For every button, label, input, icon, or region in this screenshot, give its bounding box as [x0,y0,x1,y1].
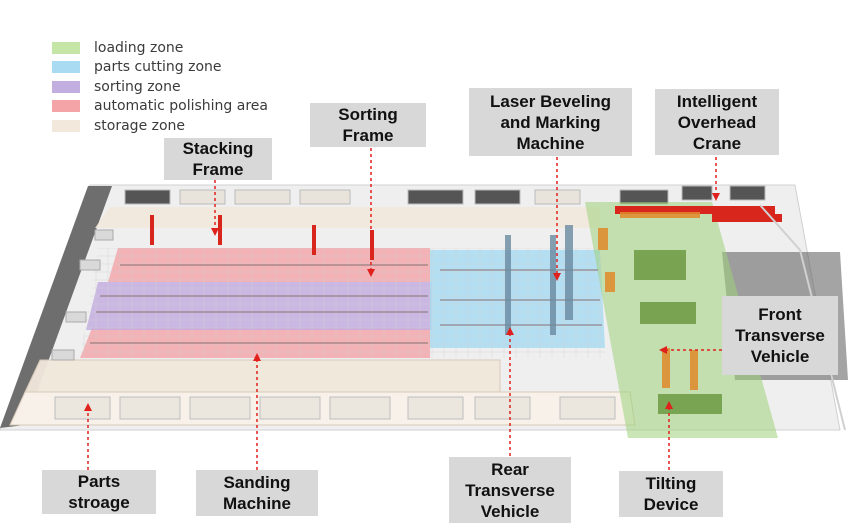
legend-item-loading-zone: loading zone [52,38,268,58]
arrow-parts-storage [84,403,92,411]
cutting-machine-bars [505,225,573,335]
arrow-front-transverse [659,346,667,354]
arrow-sanding-machine [253,353,261,361]
callout-line: Tilting [645,474,697,493]
back-bays [124,185,766,205]
legend-swatch [52,100,80,113]
arrow-overhead-crane [712,193,720,201]
callout-line: Front [758,305,802,324]
leader-lines [87,148,722,470]
crane-beams [150,206,782,260]
side-racks [51,229,114,361]
arrow-sorting-frame [367,269,375,277]
callout-line: Overhead [677,112,757,132]
callout-parts-storage: Parts stroage [42,470,156,514]
legend-item-sorting-zone: sorting zone [52,77,268,97]
legend-swatch [52,119,80,132]
legend-label: automatic polishing area [94,98,268,115]
callout-line: Intelligent [676,91,758,111]
legend-item-parts-cutting-zone: parts cutting zone [52,58,268,78]
legend-label: parts cutting zone [94,59,222,76]
arrow-stacking-frame [211,228,219,236]
callout-line: stroage [68,493,130,512]
callout-line: and Marking [500,112,601,132]
callout-line: Vehicle [750,347,810,366]
arrow-rear-transverse [506,327,514,335]
transverse-parts [598,212,700,390]
callout-line: Frame [192,160,244,179]
callout-line: Transverse [735,326,825,345]
callout-line: Stacking [182,139,254,158]
storage-strip-bottom [24,359,501,393]
legend-swatch [52,41,80,54]
legend-swatch [52,61,80,74]
callout-tilting-device: Tilting Device [619,471,723,517]
leader-arrowheads [84,193,720,411]
callout-rear-transverse-vehicle: Rear Transverse Vehicle [449,457,571,523]
legend-item-automatic-polishing-area: automatic polishing area [52,97,268,117]
callout-line: Sanding [223,473,291,492]
callout-stacking-frame: Stacking Frame [164,138,272,180]
callout-line: Parts [77,472,121,491]
arrow-laser-beveling [553,273,561,281]
callout-sanding-machine: Sanding Machine [196,470,318,516]
legend-swatch [52,80,80,93]
legend-label: storage zone [94,117,186,134]
legend: loading zone parts cutting zone sorting … [52,38,268,136]
callout-sorting-frame: Sorting Frame [310,103,426,147]
legend-item-storage-zone: storage zone [52,116,268,136]
storage-strip-top [95,207,600,228]
callout-line: Rear [491,459,529,479]
callout-line: Sorting [338,105,398,124]
callout-line: Laser Beveling [490,91,611,111]
legend-label: sorting zone [94,78,181,95]
left-wall [0,186,112,428]
callout-laser-beveling-machine: Laser Beveling and Marking Machine [469,88,632,156]
callout-line: Transverse [465,480,555,500]
callout-front-transverse-vehicle: Front Transverse Vehicle [722,296,838,375]
arrow-tilting-device [665,401,673,409]
callout-intelligent-overhead-crane: Intelligent Overhead Crane [655,89,779,155]
callout-line: Machine [516,133,585,153]
legend-label: loading zone [94,39,184,56]
loading-tables [634,250,722,414]
callout-line: Crane [692,133,742,153]
callout-line: Device [643,495,699,514]
bottom-bays [54,396,616,420]
machinery [90,264,602,344]
callout-line: Machine [222,494,292,513]
callout-line: Frame [342,126,394,145]
callout-line: Vehicle [480,501,540,521]
